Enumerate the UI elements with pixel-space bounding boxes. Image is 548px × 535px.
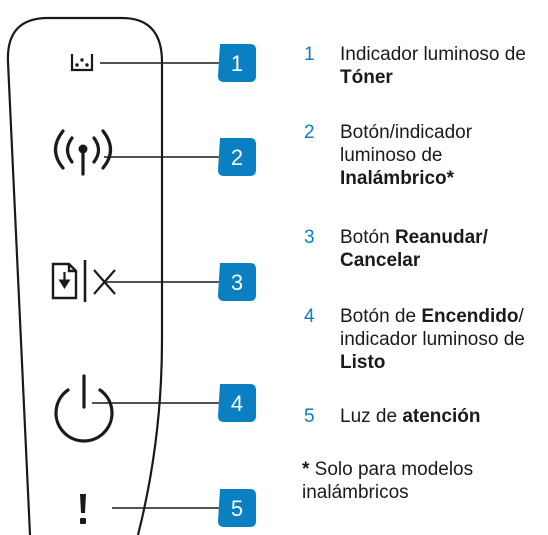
legend-text-bold: Encendido [421, 306, 519, 327]
legend-text-plain: / indicador luminoso de [340, 306, 525, 350]
callout-number-3: 3 [231, 270, 243, 295]
control-panel-outline [6, 16, 164, 535]
legend-text-bold: Reanudar/ Cancelar [340, 227, 488, 271]
legend-number: 5 [304, 406, 315, 427]
callouts: 1 2 3 4 5 [218, 44, 256, 527]
legend-text: Luz de atención [340, 405, 548, 428]
footnote-mark: * [302, 459, 310, 480]
legend-text-plain: Luz de [340, 406, 403, 427]
wireless-icon [53, 129, 113, 176]
legend-number: 2 [304, 122, 315, 143]
callout-4: 4 [218, 384, 256, 422]
legend-text-bold: Inalámbrico* [340, 168, 455, 189]
callout-1: 1 [218, 44, 256, 82]
toner-icon [70, 54, 94, 72]
legend-text-bold: Listo [340, 352, 386, 373]
callout-number-1: 1 [231, 51, 243, 76]
legend-text: Indicador luminoso de Tóner [340, 43, 548, 89]
footnote-text: Solo para modelos inalámbricos [302, 459, 474, 503]
legend-text-plain: Botón/indicador luminoso de [340, 122, 473, 166]
legend-text-plain: Botón [340, 227, 395, 248]
legend-text: Botón Reanudar/ Cancelar [340, 226, 530, 272]
leader-lines [92, 62, 224, 509]
callout-2: 2 [218, 138, 256, 176]
legend-number: 4 [304, 306, 315, 327]
legend-number: 1 [304, 44, 315, 65]
legend-text-bold: Tóner [340, 67, 393, 88]
callout-3: 3 [218, 263, 256, 301]
legend-text-bold: atención [402, 406, 481, 427]
legend-text-plain: Indicador luminoso de [340, 44, 526, 65]
attention-icon [80, 494, 86, 524]
callout-number-4: 4 [231, 391, 243, 416]
legend-number: 3 [304, 227, 315, 248]
legend-text-plain: Botón de [340, 306, 422, 327]
legend-text: Botón de Encendido/ indicador luminoso d… [340, 305, 548, 374]
callout-number-2: 2 [231, 145, 243, 170]
resume-cancel-icon [51, 260, 116, 302]
footnote: * Solo para modelos inalámbricos [302, 458, 542, 504]
callout-number-5: 5 [231, 496, 243, 521]
power-icon [54, 374, 114, 443]
callout-5: 5 [218, 489, 256, 527]
legend-text: Botón/indicador luminoso de Inalámbrico* [340, 121, 520, 190]
